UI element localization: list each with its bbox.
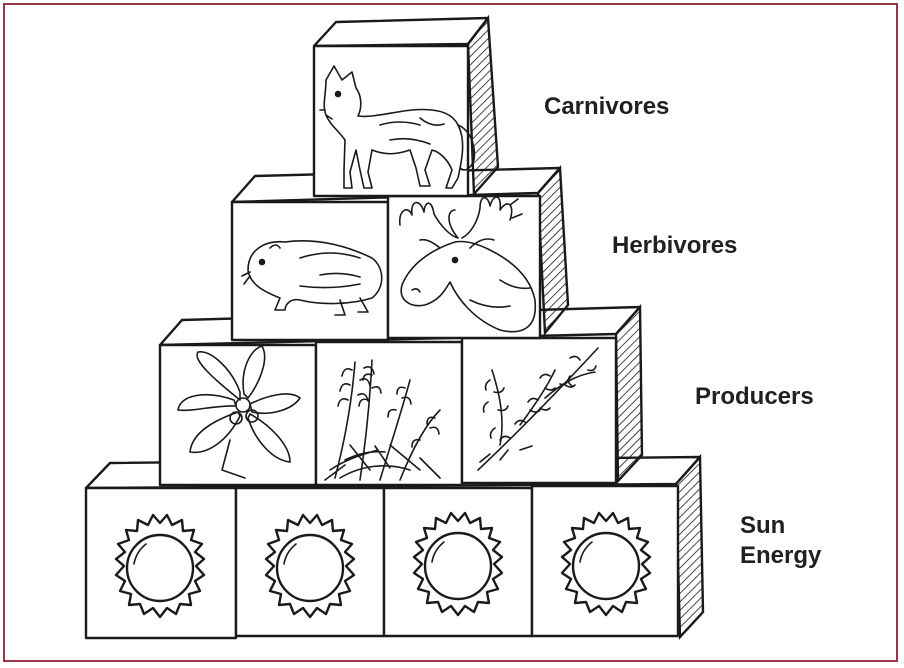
sun-energy-label: Sun Energy xyxy=(740,511,850,571)
sun-label-line2: Energy xyxy=(740,541,850,571)
carnivores-label: Carnivores xyxy=(544,92,669,122)
producers-label: Producers xyxy=(695,382,814,412)
herbivores-label: Herbivores xyxy=(612,231,737,261)
sun-label-line1: Sun xyxy=(740,511,850,541)
